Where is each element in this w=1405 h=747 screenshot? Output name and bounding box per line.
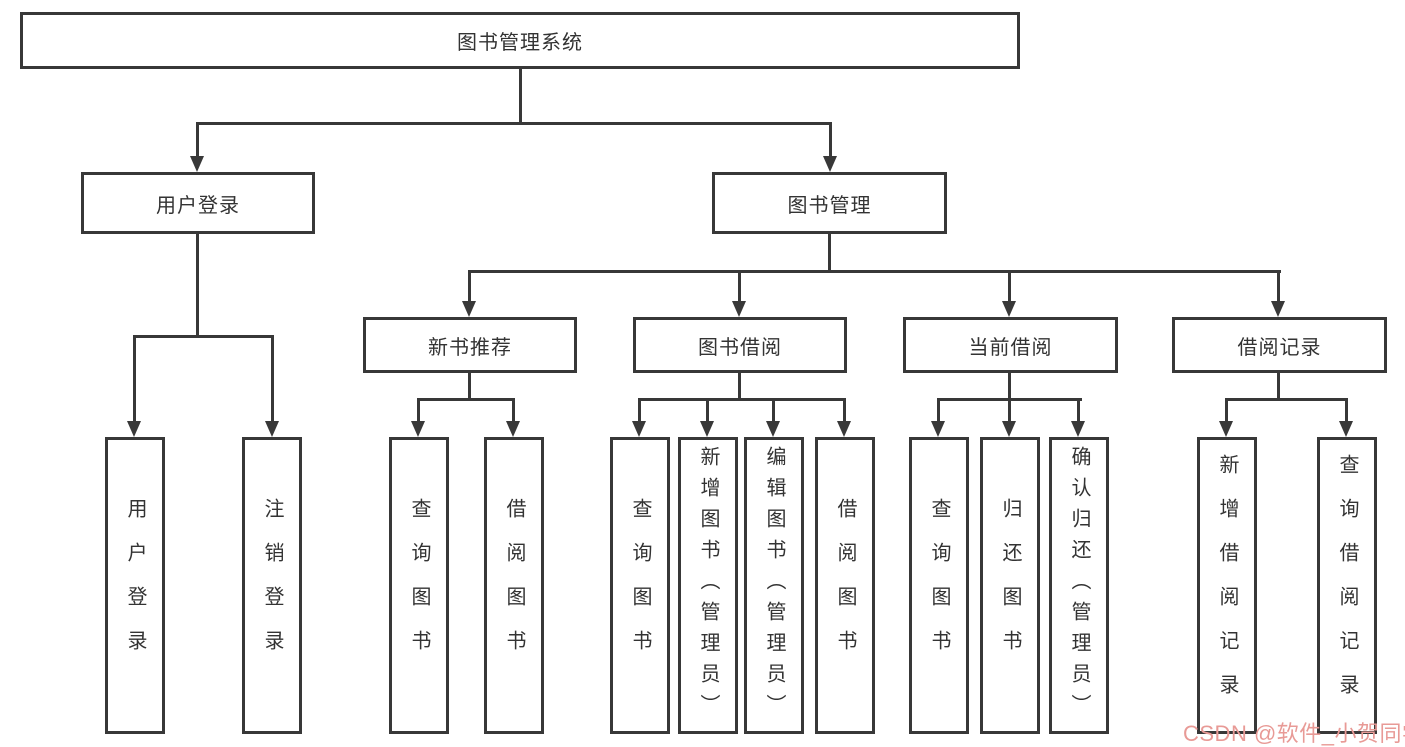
connector-line [196, 122, 832, 125]
leaf-query-books-current: 查询图书 [909, 437, 969, 734]
connector-line [1225, 398, 1228, 421]
arrowhead-icon [766, 421, 780, 437]
connector-line [738, 373, 741, 398]
node-root-library-system: 图书管理系统 [20, 12, 1020, 69]
connector-line [706, 398, 709, 421]
leaf-label: 查询图书 [629, 497, 651, 674]
leaf-borrow-books-recommend: 借阅图书 [484, 437, 544, 734]
connector-line [417, 398, 420, 421]
arrowhead-icon [837, 421, 851, 437]
leaf-logout: 注销登录 [242, 437, 302, 734]
leaf-label: 编辑图书（管理员） [763, 446, 785, 725]
leaf-label: 查询借阅记录 [1336, 453, 1358, 718]
arrowhead-icon [1339, 421, 1353, 437]
leaf-label: 借阅图书 [503, 497, 525, 674]
leaf-borrow-books: 借阅图书 [815, 437, 875, 734]
connector-line [1077, 398, 1080, 421]
connector-line [1008, 398, 1011, 421]
connector-line [271, 335, 274, 421]
leaf-add-borrow-record: 新增借阅记录 [1197, 437, 1257, 734]
connector-line [638, 398, 846, 401]
arrowhead-icon [411, 421, 425, 437]
leaf-label: 查询图书 [928, 497, 950, 674]
connector-line [772, 398, 775, 421]
arrowhead-icon [190, 156, 204, 172]
node-borrowing-records: 借阅记录 [1172, 317, 1387, 373]
arrowhead-icon [1002, 301, 1016, 317]
connector-line [937, 398, 940, 421]
connector-line [468, 270, 471, 301]
connector-line [1008, 270, 1011, 301]
arrowhead-icon [823, 156, 837, 172]
connector-line [417, 398, 515, 401]
connector-line [1345, 398, 1348, 421]
connector-line [1277, 270, 1280, 301]
arrowhead-icon [265, 421, 279, 437]
arrowhead-icon [1071, 421, 1085, 437]
node-new-book-recommend: 新书推荐 [363, 317, 577, 373]
leaf-label: 注销登录 [261, 497, 283, 674]
connector-line [843, 398, 846, 421]
leaf-label: 归还图书 [999, 497, 1021, 674]
leaf-query-borrow-record: 查询借阅记录 [1317, 437, 1377, 734]
connector-line [1277, 373, 1280, 398]
node-book-borrowing: 图书借阅 [633, 317, 847, 373]
arrowhead-icon [462, 301, 476, 317]
leaf-label: 用户登录 [124, 497, 146, 674]
arrowhead-icon [931, 421, 945, 437]
connector-line [468, 373, 471, 398]
connector-line [468, 270, 1281, 273]
arrowhead-icon [732, 301, 746, 317]
connector-line [519, 69, 522, 122]
connector-line [638, 398, 641, 421]
connector-line [738, 270, 741, 301]
arrowhead-icon [506, 421, 520, 437]
leaf-add-books-admin: 新增图书（管理员） [678, 437, 738, 734]
node-current-borrowing: 当前借阅 [903, 317, 1118, 373]
leaf-label: 查询图书 [408, 497, 430, 674]
arrowhead-icon [700, 421, 714, 437]
leaf-query-books-borrowing: 查询图书 [610, 437, 670, 734]
connector-line [133, 335, 274, 338]
leaf-query-books-recommend: 查询图书 [389, 437, 449, 734]
leaf-label: 新增借阅记录 [1216, 453, 1238, 718]
arrowhead-icon [127, 421, 141, 437]
connector-line [512, 398, 515, 421]
arrowhead-icon [1002, 421, 1016, 437]
leaf-user-login: 用户登录 [105, 437, 165, 734]
connector-line [828, 234, 831, 270]
node-user-login: 用户登录 [81, 172, 315, 234]
node-book-management: 图书管理 [712, 172, 947, 234]
connector-line [1225, 398, 1348, 401]
connector-line [829, 122, 832, 158]
connector-line [1008, 373, 1011, 398]
leaf-label: 借阅图书 [834, 497, 856, 674]
arrowhead-icon [1219, 421, 1233, 437]
leaf-return-books: 归还图书 [980, 437, 1040, 734]
csdn-watermark: CSDN @软件_小贺同学 [1183, 721, 1405, 746]
leaf-label: 确认归还（管理员） [1068, 446, 1090, 725]
connector-line [196, 234, 199, 335]
leaf-label: 新增图书（管理员） [697, 446, 719, 725]
leaf-confirm-return-admin: 确认归还（管理员） [1049, 437, 1109, 734]
leaf-edit-books-admin: 编辑图书（管理员） [744, 437, 804, 734]
arrowhead-icon [1271, 301, 1285, 317]
arrowhead-icon [632, 421, 646, 437]
connector-line [196, 122, 199, 158]
connector-line [133, 335, 136, 421]
